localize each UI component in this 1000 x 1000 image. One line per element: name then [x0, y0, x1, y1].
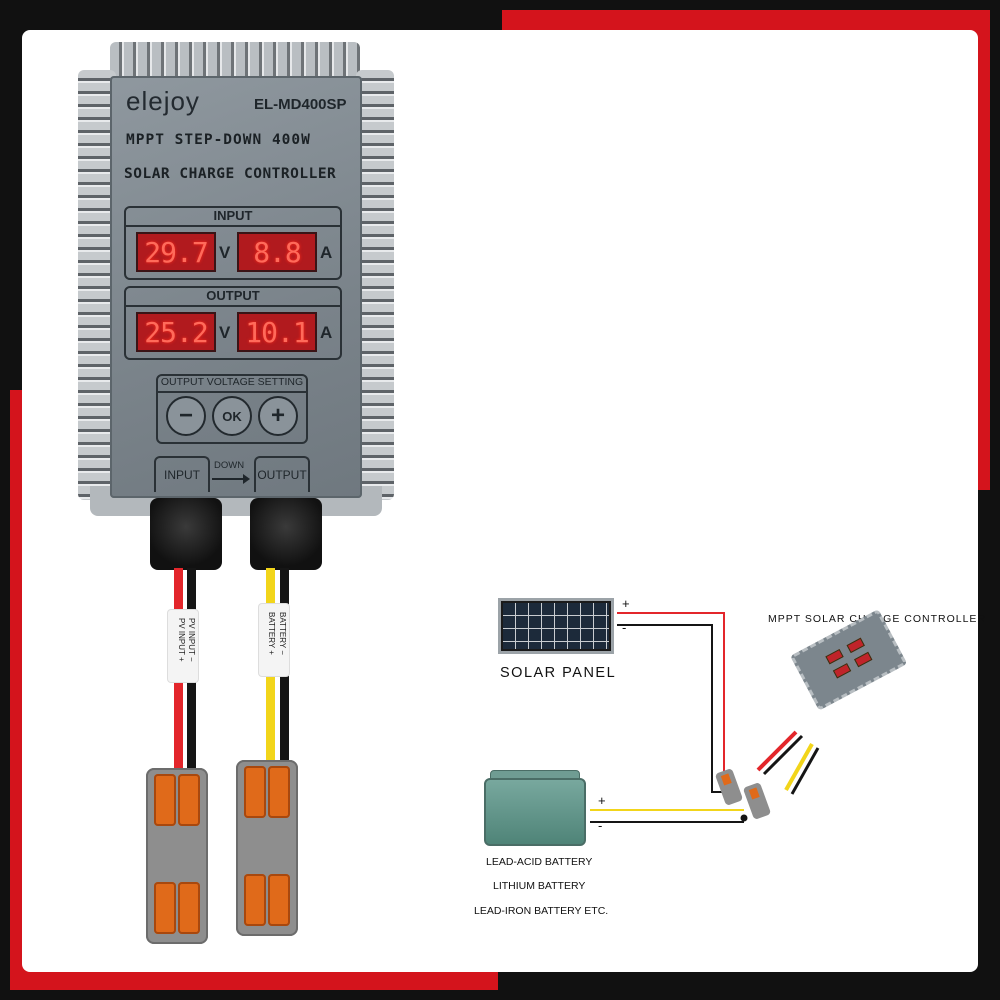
device-title-line1: MPPT STEP-DOWN 400W — [126, 132, 311, 148]
solar-negative-line — [617, 624, 730, 793]
input-label: INPUT — [213, 208, 253, 223]
voltage-setting-label: OUTPUT VOLTAGE SETTING — [160, 376, 304, 388]
mini-lever — [720, 773, 732, 786]
output-voltage-display: 25.2 — [136, 312, 216, 352]
heatsink-fins-top — [110, 42, 360, 82]
input-cable-gland — [150, 498, 222, 570]
heatsink-fins-left — [78, 70, 116, 500]
lever-handle[interactable] — [178, 882, 200, 934]
output-box-divider — [126, 305, 340, 307]
voltage-setting-box — [156, 374, 308, 444]
minus-button[interactable]: − — [166, 396, 206, 436]
input-box-divider — [126, 225, 340, 227]
controller-batt-cable-black — [790, 747, 820, 795]
output-wire-sleeve — [259, 604, 289, 676]
input-current-display: 8.8 — [237, 232, 317, 272]
device-title-line2: SOLAR CHARGE CONTROLLER — [124, 166, 337, 182]
down-label: DOWN — [214, 460, 245, 471]
lever-handle[interactable] — [154, 882, 176, 934]
junction-dot — [740, 814, 748, 822]
mini-lever — [748, 787, 760, 800]
battery-type-line3: LEAD-IRON BATTERY ETC. — [474, 905, 609, 917]
input-current-unit: A — [320, 243, 333, 262]
battery-plus-sign: + — [598, 793, 606, 808]
lever-handle[interactable] — [178, 774, 200, 826]
controller-pv-cable-black — [762, 734, 804, 776]
model-number: EL-MD400SP — [254, 96, 347, 113]
mini-lcd — [825, 648, 844, 665]
battery-icon — [484, 778, 586, 846]
brand-logo: elejoy — [126, 86, 200, 116]
output-current-display: 10.1 — [237, 312, 317, 352]
solar-plus-sign: + — [622, 596, 630, 611]
battery-type-line1: LEAD-ACID BATTERY — [486, 856, 593, 868]
output-current-unit: A — [320, 323, 333, 342]
output-port-label: OUTPUT — [254, 456, 310, 492]
voltage-setting-divider — [158, 391, 306, 393]
lever-handle[interactable] — [268, 874, 290, 926]
arrow-right-icon — [212, 474, 250, 484]
output-cable-gland — [250, 498, 322, 570]
solar-positive-line — [617, 612, 725, 784]
mini-lcd — [846, 637, 865, 654]
ok-button[interactable]: OK — [212, 396, 252, 436]
controller-batt-cable-yellow — [784, 743, 814, 791]
output-voltage-unit: V — [219, 323, 231, 342]
plus-button[interactable]: + — [258, 396, 298, 436]
output-display-box — [124, 286, 342, 360]
input-port-label: INPUT — [154, 456, 210, 492]
input-display-box — [124, 206, 342, 280]
lever-handle[interactable] — [154, 774, 176, 826]
solar-panel-icon — [498, 598, 614, 654]
solar-minus-sign: - — [622, 620, 627, 635]
output-lever-connector — [236, 760, 298, 936]
lever-handle[interactable] — [268, 766, 290, 818]
solar-panel-cells — [503, 603, 609, 649]
controller-pv-cable-red — [756, 730, 798, 772]
input-wire-sleeve — [168, 610, 198, 682]
mini-lcd — [832, 663, 852, 679]
output-label: OUTPUT — [206, 288, 260, 303]
battery-minus-sign: - — [598, 818, 603, 833]
input-voltage-display: 29.7 — [136, 232, 216, 272]
lever-handle[interactable] — [244, 874, 266, 926]
lever-handle[interactable] — [244, 766, 266, 818]
mini-lcd — [854, 651, 873, 668]
input-voltage-unit: V — [219, 243, 231, 262]
input-lever-connector — [146, 768, 208, 944]
battery-type-line2: LITHIUM BATTERY — [493, 880, 586, 892]
heatsink-fins-right — [356, 70, 394, 500]
solar-panel-label: SOLAR PANEL — [500, 665, 617, 681]
